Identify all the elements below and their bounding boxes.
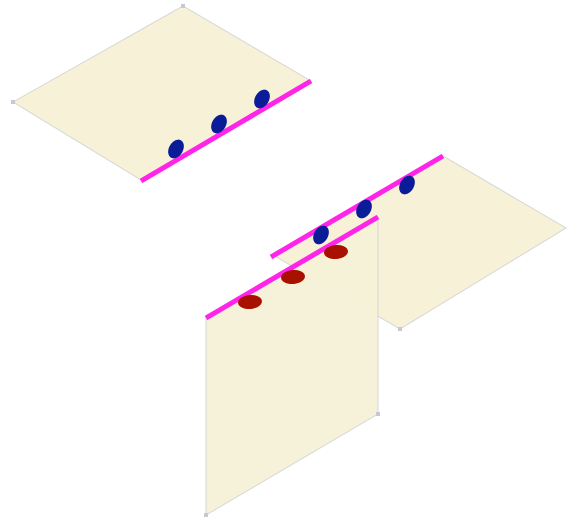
top-left-bolt-2[interactable] [208, 112, 230, 136]
vertical-plate-corner-bottom-left [204, 513, 208, 517]
vertical-front-plate-group[interactable] [204, 214, 380, 517]
top-left-plate-group[interactable] [11, 4, 313, 184]
top-left-plate-corner-top [181, 4, 185, 8]
right-upper-bolt-3[interactable] [396, 173, 418, 197]
right-upper-bolt-2[interactable] [353, 197, 375, 221]
front-bolt-2[interactable] [280, 269, 305, 285]
top-left-bolt-1[interactable] [165, 137, 187, 161]
vertical-plate-corner-bottom-right [376, 412, 380, 416]
top-left-plate-corner-left [11, 100, 15, 104]
right-upper-bolt-1[interactable] [310, 223, 332, 247]
front-bolt-3[interactable] [323, 244, 348, 260]
top-left-bolt-3[interactable] [251, 87, 273, 111]
right-plate-corner-bottom [398, 327, 402, 331]
top-left-bolt-line[interactable] [139, 78, 313, 184]
right-upper-bolt-line[interactable] [269, 153, 445, 260]
front-bolt-line[interactable] [204, 214, 380, 321]
front-bolt-1[interactable] [237, 294, 262, 310]
